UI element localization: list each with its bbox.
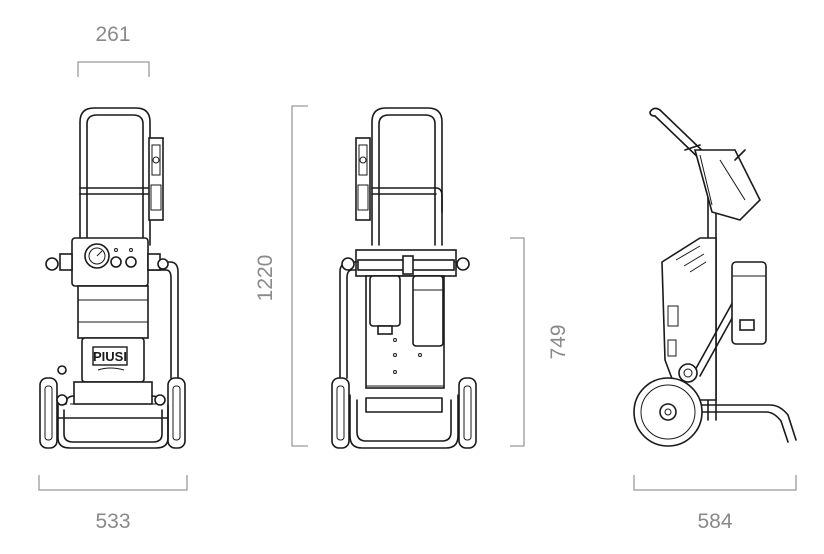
switch-knob-icon	[110, 256, 122, 268]
front-right-wheel	[167, 377, 186, 449]
dimension-tank-height: 749	[510, 237, 570, 447]
back-right-wheel	[458, 377, 477, 449]
dimension-label-base-width: 533	[95, 510, 130, 533]
back-view-trolley	[331, 107, 477, 449]
dimension-label-handle-width: 261	[95, 23, 130, 46]
dimension-handle-width: 261	[77, 23, 150, 77]
side-pump-body	[661, 237, 717, 401]
dimension-base-width: 533	[38, 475, 188, 533]
brand-logo-plate	[92, 346, 128, 366]
front-left-wheel	[39, 377, 58, 449]
dimension-total-height: 1220	[254, 105, 308, 447]
switch-knob-icon	[125, 256, 137, 268]
filter-cartridge-right	[412, 275, 444, 347]
side-swivel-hub	[678, 363, 698, 383]
side-nozzle	[693, 149, 761, 221]
front-lower-body	[73, 381, 153, 405]
side-view-trolley	[633, 107, 797, 447]
dimension-label-tank-height: 749	[547, 324, 570, 359]
coupling-left	[59, 253, 73, 271]
dimension-side-depth: 584	[633, 475, 797, 533]
front-pump-body	[77, 285, 149, 339]
brand-logo-text: PIUSI	[93, 349, 127, 364]
dimension-label-total-height: 1220	[254, 255, 277, 302]
filter-cartridge-left	[369, 275, 401, 327]
side-filter	[731, 261, 767, 345]
back-left-wheel	[331, 377, 350, 449]
dimension-label-side-depth: 584	[697, 510, 732, 533]
front-view-trolley	[39, 107, 186, 449]
